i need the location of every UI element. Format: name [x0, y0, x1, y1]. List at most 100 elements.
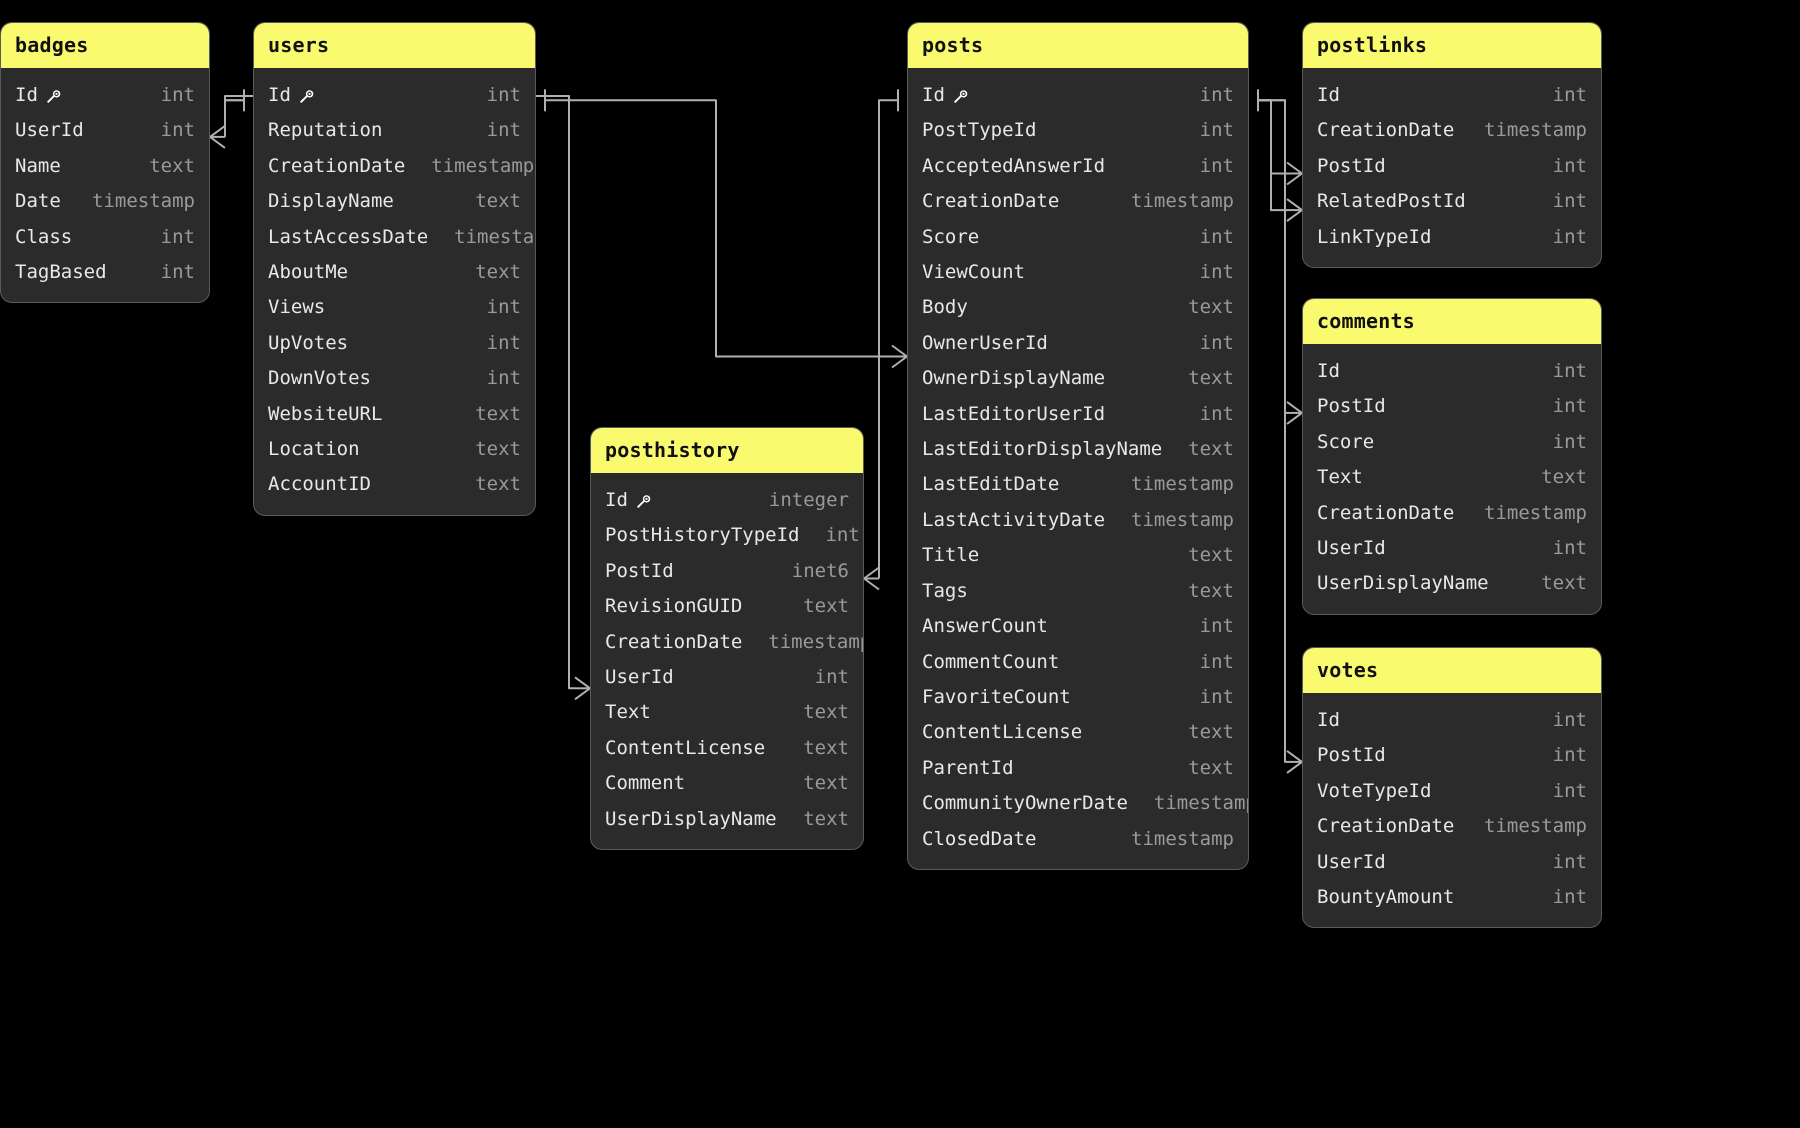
- field-name: Id: [605, 489, 652, 511]
- field-type: timestamp: [1484, 501, 1587, 524]
- table-header-postlinks[interactable]: postlinks: [1303, 23, 1601, 68]
- field-name: FavoriteCount: [922, 686, 1071, 708]
- field-name: Id: [15, 84, 62, 106]
- field-type: int: [1199, 402, 1234, 425]
- table-header-votes[interactable]: votes: [1303, 648, 1601, 693]
- field-label: CreationDate: [1317, 119, 1455, 142]
- field-type: int: [1552, 190, 1587, 213]
- field-type: int: [1199, 331, 1234, 354]
- field-type: text: [1188, 367, 1234, 390]
- field-label: PostId: [605, 559, 674, 582]
- cardinality-many-marker: [863, 577, 880, 591]
- table-header-comments[interactable]: comments: [1303, 299, 1601, 344]
- field-label: UserDisplayName: [605, 807, 777, 830]
- field-name: LastActivityDate: [922, 509, 1105, 531]
- table-header-users[interactable]: users: [254, 23, 535, 68]
- table-header-posts[interactable]: posts: [908, 23, 1248, 68]
- field-type: timestamp: [1131, 827, 1234, 850]
- field-name: Id: [1317, 84, 1340, 106]
- table-header-posthistory[interactable]: posthistory: [591, 428, 863, 473]
- field-name: TagBased: [15, 261, 107, 283]
- table-header-badges[interactable]: badges: [1, 23, 209, 68]
- field-type: int: [160, 225, 195, 248]
- field-row[interactable]: LastAccessDatetimestamp: [254, 220, 535, 255]
